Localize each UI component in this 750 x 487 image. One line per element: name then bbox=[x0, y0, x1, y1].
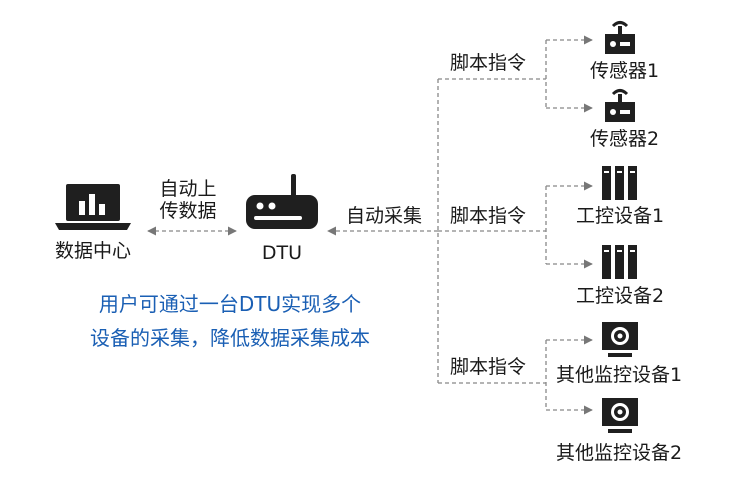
upload-label-line1: 自动上 bbox=[159, 178, 217, 200]
server-rack-icon bbox=[602, 166, 637, 200]
device-label-industrial1: 工控设备1 bbox=[576, 205, 665, 227]
device-label-sensor1: 传感器1 bbox=[590, 60, 660, 82]
server-rack-icon bbox=[602, 245, 637, 279]
dtu-label: DTU bbox=[261, 242, 303, 264]
device-label-sensor2: 传感器2 bbox=[590, 128, 660, 150]
device-label-monitor2: 其他监控设备2 bbox=[556, 442, 683, 464]
caption-line1: 用户可通过一台DTU实现多个 bbox=[98, 292, 362, 316]
laptop-chart-icon bbox=[55, 184, 131, 230]
command-label-industrial: 脚本指令 bbox=[450, 205, 527, 227]
collect-label: 自动采集 bbox=[346, 205, 423, 227]
caption-line2: 设备的采集，降低数据采集成本 bbox=[90, 326, 370, 350]
monitor-icon bbox=[602, 398, 638, 433]
monitor-icon bbox=[602, 322, 638, 357]
sensor-icon bbox=[605, 21, 635, 54]
router-icon bbox=[246, 174, 318, 229]
command-label-sensors: 脚本指令 bbox=[450, 52, 527, 74]
device-label-industrial2: 工控设备2 bbox=[576, 285, 665, 307]
command-label-monitors: 脚本指令 bbox=[450, 356, 527, 378]
upload-label-line2: 传数据 bbox=[159, 200, 217, 222]
device-label-monitor1: 其他监控设备1 bbox=[556, 364, 683, 386]
sensor-icon bbox=[605, 89, 635, 122]
data-center-label: 数据中心 bbox=[54, 240, 131, 262]
